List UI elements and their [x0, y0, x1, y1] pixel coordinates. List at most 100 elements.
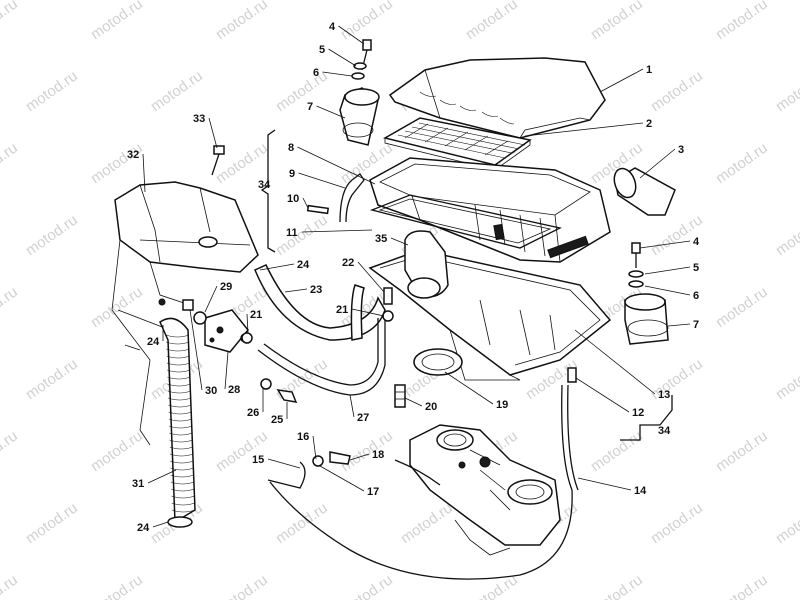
part-callout-label: 12: [632, 407, 644, 419]
watermark-text: motod.ru: [0, 283, 21, 331]
part-callout-label: 16: [297, 431, 309, 443]
leader-line: [302, 197, 309, 209]
pin-10: [306, 204, 330, 215]
leader-line: [312, 435, 317, 460]
part-callout-label: 1: [646, 64, 652, 76]
fitting-25: [276, 389, 298, 403]
part-callout-label: 18: [372, 449, 384, 461]
part-callout-label: 23: [310, 284, 322, 296]
watermark-text: motod.ru: [713, 427, 771, 475]
watermark-text: motod.ru: [713, 0, 771, 43]
leader-line: [189, 309, 203, 391]
watermark-text: motod.ru: [648, 67, 706, 115]
watermark-text: motod.ru: [398, 499, 456, 547]
part-callout-label: 35: [375, 233, 387, 245]
watermark-text: motod.ru: [88, 283, 146, 331]
part-callout-label: 20: [425, 401, 437, 413]
leader-line: [639, 148, 676, 179]
watermark-text: motod.ru: [773, 211, 800, 259]
leader-line: [224, 351, 229, 390]
part-callout-label: 25: [271, 414, 283, 426]
watermark-text: motod.ru: [213, 571, 271, 600]
part-callout-label: 34: [258, 179, 271, 191]
watermark-text: motod.ru: [88, 571, 146, 600]
leader-line: [351, 308, 385, 317]
watermark-text: motod.ru: [338, 571, 396, 600]
washer-5-left: [353, 62, 367, 70]
part-callout-label: 24: [137, 522, 150, 534]
part-callout-label: 5: [319, 44, 325, 56]
part-callout-label: 4: [693, 236, 700, 248]
leader-line: [349, 394, 355, 418]
watermark-text: motod.ru: [23, 355, 81, 403]
watermark-text: motod.ru: [0, 427, 21, 475]
watermark-text: motod.ru: [773, 67, 800, 115]
part-callout-label: 2: [646, 118, 652, 130]
part-callout-label: 32: [127, 149, 139, 161]
part-callout-label: 7: [693, 319, 699, 331]
leader-line: [284, 288, 308, 293]
fitting-21-center: [382, 310, 394, 322]
leader-line: [574, 329, 656, 395]
part-callout-label: 17: [367, 486, 379, 498]
washer-6-right: [628, 280, 644, 288]
part-callout-label: 5: [693, 262, 699, 274]
washer-16: [312, 455, 324, 467]
rubber-ring-19: [413, 348, 463, 376]
leader-line: [390, 237, 409, 246]
air-filter-element: [382, 117, 532, 171]
leader-line: [322, 71, 353, 77]
bracket-34-left: [260, 129, 276, 253]
part-callout-label: 27: [357, 412, 369, 424]
watermark-text: motod.ru: [648, 499, 706, 547]
watermark-text: motod.ru: [88, 427, 146, 475]
watermark-text: motod.ru: [588, 427, 646, 475]
bolt-18: [329, 451, 351, 465]
part-callout-label: 21: [336, 304, 348, 316]
leader-line: [152, 521, 169, 528]
leader-line: [575, 377, 630, 413]
screw-12: [567, 367, 577, 383]
watermark-text: motod.ru: [23, 499, 81, 547]
watermark-text: motod.ru: [88, 0, 146, 43]
bolt-4-right: [631, 242, 641, 268]
part-callout-label: 7: [307, 101, 313, 113]
leader-line: [667, 323, 691, 327]
leader-line: [328, 48, 357, 67]
washer-29: [193, 311, 207, 325]
washer-6-left: [351, 72, 365, 80]
fitting-30: [182, 299, 194, 311]
watermark-text: motod.ru: [713, 571, 771, 600]
intake-trumpet-7-left: [339, 87, 380, 146]
part-callout-label: 9: [289, 168, 295, 180]
part-callout-label: 31: [132, 478, 144, 490]
part-callout-label: 4: [329, 21, 336, 33]
leader-line: [444, 371, 494, 405]
elbow-duct-35: [404, 230, 449, 299]
watermark-text: motod.ru: [0, 139, 21, 187]
leader-line: [259, 263, 295, 271]
leader-line: [316, 105, 346, 119]
leader-lines: [142, 25, 691, 528]
part-callout-label: 34: [658, 425, 671, 437]
part-callout-label: 29: [220, 281, 232, 293]
part-callout-label: 6: [693, 290, 699, 302]
leader-line: [246, 313, 249, 334]
airbox-body: [369, 157, 611, 263]
part-callout-label: 8: [288, 142, 294, 154]
leader-line: [644, 266, 691, 275]
part-callout-label: 26: [247, 407, 259, 419]
leader-line: [599, 68, 644, 93]
leader-line: [349, 453, 370, 461]
leader-line: [319, 465, 365, 492]
watermark-text: motod.ru: [0, 571, 21, 600]
watermark-text: motod.ru: [588, 0, 646, 43]
breather-valve-28: [204, 309, 250, 353]
watermark-text: motod.ru: [588, 571, 646, 600]
hose-27: [257, 318, 386, 396]
part-callout-label: 11: [286, 227, 298, 239]
watermark-text: motod.ru: [148, 67, 206, 115]
corrugated-hose-31: [159, 317, 196, 528]
